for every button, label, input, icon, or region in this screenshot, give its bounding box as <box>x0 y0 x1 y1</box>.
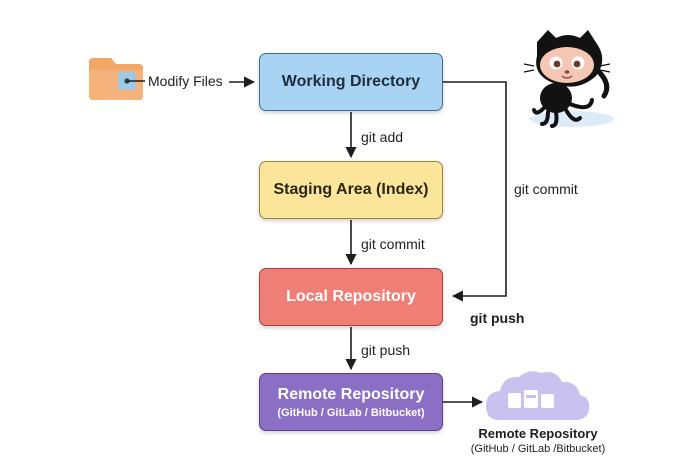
local-repository-title: Local Repository <box>286 288 416 305</box>
git-commit-label: git commit <box>361 236 425 252</box>
folder-icon <box>89 58 143 100</box>
remote-repository-subtitle: (GitHub / GitLab / Bitbucket) <box>277 406 425 419</box>
cloud-icon <box>486 371 590 420</box>
remote-repository-title: Remote Repository <box>277 385 425 403</box>
staging-area-box: Staging Area (Index) <box>259 161 443 219</box>
octocat-icon <box>523 30 614 128</box>
cloud-caption-subtitle: (GitHub / GitLab /Bitbucket) <box>470 443 606 455</box>
working-directory-title: Working Directory <box>281 73 421 90</box>
working-directory-box: Working Directory <box>259 53 443 111</box>
git-push-label: git push <box>361 342 411 358</box>
git-commit-direct-label: git commit <box>514 181 578 197</box>
cloud-caption-title: Remote Repository <box>478 426 598 441</box>
remote-repository-box: Remote Repository (GitHub / GitLab / Bit… <box>259 373 443 431</box>
local-repository-box: Local Repository <box>259 268 443 326</box>
cloud-caption: Remote Repository (GitHub / GitLab /Bitb… <box>458 426 618 455</box>
staging-area-title: Staging Area (Index) <box>273 181 429 198</box>
arrow-direct-commit <box>443 81 507 302</box>
git-push-side-label: git push <box>470 310 525 326</box>
modify-files-label: Modify Files <box>148 73 223 89</box>
git-add-label: git add <box>361 129 404 145</box>
